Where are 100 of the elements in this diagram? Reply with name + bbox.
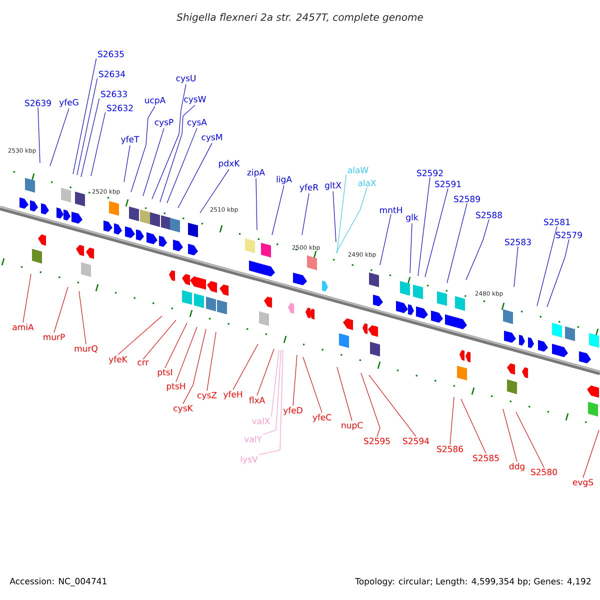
gene-label: cysU	[176, 75, 196, 83]
leader-line	[50, 108, 70, 166]
leader-line	[302, 193, 310, 236]
gene-label: cysZ	[198, 392, 217, 400]
leader-line	[450, 396, 454, 445]
leader-line	[90, 112, 106, 176]
leader-line	[258, 350, 284, 455]
leader-line	[78, 290, 86, 344]
leader-line	[410, 223, 412, 274]
leader-line	[178, 142, 212, 208]
leader-line	[418, 177, 430, 276]
footer-text: Topology: circular; Length: 4,599,354 bp; Genes: 4,192	[355, 578, 590, 586]
gene-label: S2594	[403, 438, 430, 444]
gene-label: yfeH	[223, 390, 242, 400]
leader-line	[446, 203, 468, 284]
gene-label: S2634	[99, 70, 126, 78]
gene-label: cysK	[174, 405, 194, 413]
gene-label: cysP	[154, 119, 174, 127]
leader-line	[582, 430, 600, 478]
leader-line	[256, 348, 274, 396]
gene-label: S2635	[98, 50, 124, 58]
gene-label: yfeG	[59, 98, 78, 108]
leader-line	[130, 106, 156, 192]
leader-line	[262, 350, 282, 435]
gene-label: cysA	[188, 119, 207, 127]
leader-line	[22, 274, 32, 323]
leader-line	[380, 214, 392, 266]
leader-line	[292, 354, 298, 406]
gene-label: ligA	[276, 176, 292, 184]
gene-label: yfeD	[283, 406, 302, 416]
gene-label: mntH	[380, 206, 402, 214]
leader-line	[176, 326, 198, 382]
leader-line	[272, 185, 284, 236]
gene-label: cysW	[184, 96, 206, 104]
gene-label: S2588	[476, 212, 502, 218]
leader-line	[336, 187, 368, 254]
gene-label: S2580	[531, 468, 557, 476]
leader-line	[118, 316, 162, 355]
leader-line	[271, 350, 280, 417]
leader-line	[424, 188, 448, 278]
gene-label: yfeT	[121, 136, 140, 144]
gene-label: cysM	[202, 134, 222, 142]
leader-line	[72, 58, 97, 174]
leader-line	[460, 398, 486, 454]
gene-label: ddg	[509, 462, 524, 472]
gene-label: murP	[44, 334, 65, 340]
leader-line	[514, 246, 518, 288]
leader-line	[166, 128, 198, 204]
gene-label: ucpA	[145, 97, 166, 105]
leader-line	[164, 322, 188, 368]
gene-label: S2591	[435, 180, 461, 188]
gene-label: nupC	[342, 422, 363, 430]
leader-line	[360, 372, 380, 437]
leader-line	[160, 104, 196, 202]
leader-line	[142, 320, 176, 360]
gene-label: alaX	[358, 180, 376, 186]
leader-line	[536, 226, 558, 306]
leader-line	[232, 344, 258, 390]
gene-label: S2595	[364, 438, 390, 444]
leader-line	[80, 98, 100, 178]
leader-line	[54, 286, 68, 333]
gene-label: glk	[406, 214, 418, 222]
gene-label: ptsI	[158, 369, 172, 377]
leader-line	[76, 78, 98, 176]
gene-label: valX	[252, 418, 270, 424]
gene-label: S2585	[473, 454, 499, 462]
leader-line	[302, 356, 322, 413]
leader-line	[124, 145, 130, 182]
gene-label: S2579	[556, 232, 582, 238]
leader-line	[336, 366, 352, 422]
leader-line	[546, 239, 570, 308]
gene-label: S2581	[544, 218, 570, 226]
gene-label: S2633	[101, 90, 127, 98]
leader-line	[502, 408, 518, 462]
title: Shigella flexneri 2a str. 2457T, complete genome	[176, 13, 423, 23]
leader-line	[368, 374, 416, 437]
leader-line	[152, 84, 186, 200]
leader-line	[466, 219, 490, 280]
gene-label: S2592	[417, 170, 443, 176]
leader-line	[206, 332, 216, 392]
gene-label: zipA	[247, 168, 265, 178]
gene-label: yfeR	[300, 184, 318, 192]
gene-label: S2589	[454, 196, 480, 202]
footer-text: Accession: NC_004741	[10, 578, 106, 586]
gene-label: S2632	[107, 104, 133, 112]
gene-label: alaW	[348, 166, 368, 174]
gene-label: evgS	[572, 478, 594, 488]
gene-label: S2639	[25, 100, 51, 106]
gene-label: S2583	[505, 238, 531, 246]
gene-label: crr	[138, 360, 149, 366]
gene-label: lysV	[240, 456, 258, 464]
gene-label: pdxK	[219, 160, 240, 168]
leader-line	[182, 328, 206, 404]
leader-line	[332, 191, 336, 242]
leader-line	[516, 412, 544, 468]
gene-label: gltX	[325, 182, 342, 190]
gene-label: yfeK	[108, 356, 128, 364]
leader-line	[200, 169, 230, 214]
leader-line	[256, 178, 258, 230]
leader-line	[336, 174, 346, 254]
